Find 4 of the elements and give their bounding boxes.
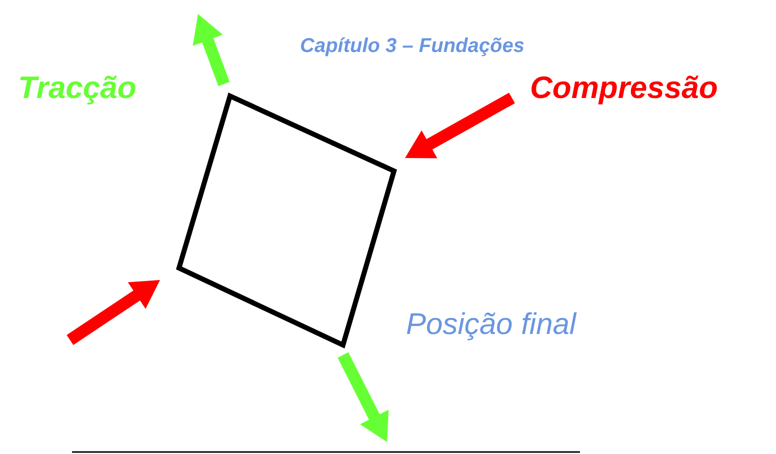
chapter-heading: Capítulo 3 – Fundações xyxy=(300,36,524,56)
position-label: Posição final xyxy=(406,310,576,340)
compression-label: Compressão xyxy=(530,72,718,103)
tension-label: Tracção xyxy=(18,72,136,103)
